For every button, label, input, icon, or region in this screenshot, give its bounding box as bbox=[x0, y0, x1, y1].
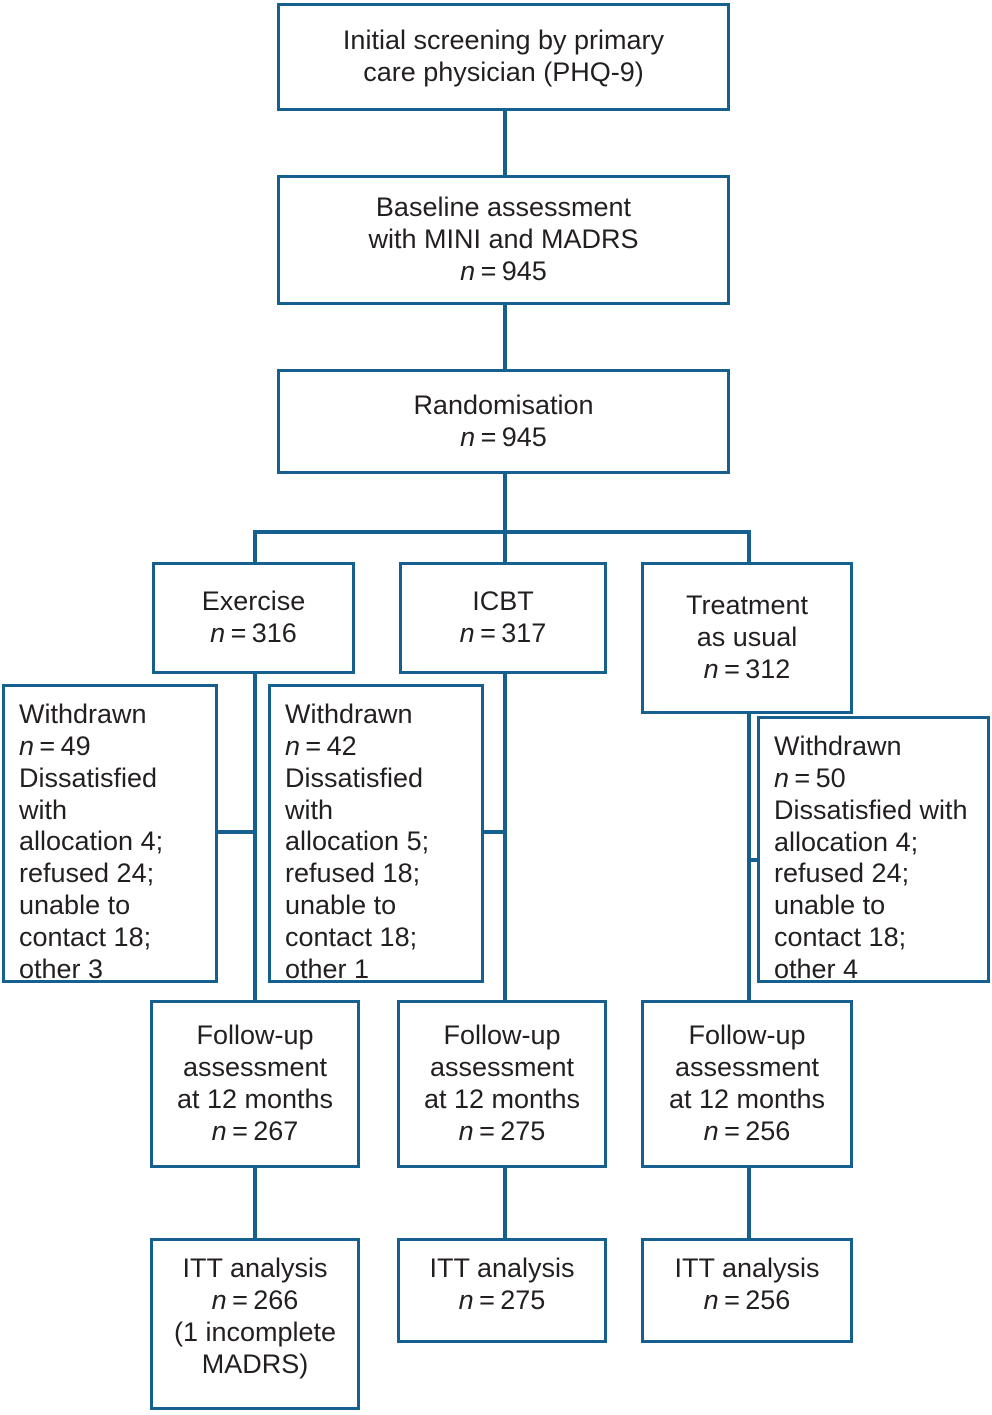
node-initial-screening-label: Initial screening by primary care physic… bbox=[342, 25, 665, 87]
node-followup-tau-label: Follow-up assessment at 12 months n = 25… bbox=[668, 1020, 826, 1146]
connector-spine-tau bbox=[747, 712, 751, 1002]
connector-withdrawn-tick-icbt bbox=[481, 830, 506, 834]
connector-drop-exercise bbox=[253, 530, 257, 564]
connector-drop-tau bbox=[747, 530, 751, 564]
node-baseline-assessment: Baseline assessment with MINI and MADRS … bbox=[277, 175, 730, 305]
connector-followup-to-itt-exercise bbox=[253, 1168, 257, 1240]
node-baseline-assessment-label: Baseline assessment with MINI and MADRS … bbox=[368, 192, 639, 286]
node-followup-exercise: Follow-up assessment at 12 months n = 26… bbox=[150, 1000, 360, 1168]
node-itt-icbt-label: ITT analysis n = 275 bbox=[429, 1253, 575, 1315]
connector-arm-distributor-bar bbox=[253, 530, 751, 534]
node-randomisation: Randomisation n = 945 bbox=[277, 369, 730, 474]
node-arm-tau: Treatment as usual n = 312 bbox=[641, 562, 853, 714]
node-arm-exercise-label: Exercise n = 316 bbox=[201, 586, 306, 648]
node-itt-tau-label: ITT analysis n = 256 bbox=[674, 1253, 820, 1315]
connector-drop-icbt bbox=[503, 530, 507, 564]
node-followup-icbt: Follow-up assessment at 12 months n = 27… bbox=[397, 1000, 607, 1168]
node-itt-exercise: ITT analysis n = 266 (1 incomplete MADRS… bbox=[150, 1238, 360, 1410]
connector-screening-to-baseline bbox=[503, 108, 507, 178]
connector-spine-exercise bbox=[253, 672, 257, 1002]
node-arm-exercise: Exercise n = 316 bbox=[152, 562, 355, 674]
connector-randomisation-stem bbox=[503, 472, 507, 534]
node-itt-icbt: ITT analysis n = 275 bbox=[397, 1238, 607, 1343]
node-withdrawn-exercise-label: Withdrawn n = 49 Dissatisfied with alloc… bbox=[19, 699, 164, 984]
node-withdrawn-icbt-label: Withdrawn n = 42 Dissatisfied with alloc… bbox=[285, 699, 430, 984]
connector-spine-icbt bbox=[503, 672, 507, 1002]
node-itt-exercise-label: ITT analysis n = 266 (1 incomplete MADRS… bbox=[173, 1253, 337, 1379]
connector-baseline-to-randomisation bbox=[503, 303, 507, 372]
node-withdrawn-icbt: Withdrawn n = 42 Dissatisfied with alloc… bbox=[268, 684, 484, 984]
node-arm-icbt-label: ICBT n = 317 bbox=[459, 586, 547, 648]
node-withdrawn-exercise: Withdrawn n = 49 Dissatisfied with alloc… bbox=[2, 684, 218, 984]
node-initial-screening: Initial screening by primary care physic… bbox=[277, 3, 730, 111]
node-followup-exercise-label: Follow-up assessment at 12 months n = 26… bbox=[176, 1020, 334, 1146]
node-followup-tau: Follow-up assessment at 12 months n = 25… bbox=[641, 1000, 853, 1168]
connector-followup-to-itt-tau bbox=[747, 1168, 751, 1240]
node-arm-icbt: ICBT n = 317 bbox=[399, 562, 607, 674]
node-itt-tau: ITT analysis n = 256 bbox=[641, 1238, 853, 1343]
node-followup-icbt-label: Follow-up assessment at 12 months n = 27… bbox=[423, 1020, 581, 1146]
node-arm-tau-label: Treatment as usual n = 312 bbox=[685, 590, 809, 684]
node-withdrawn-tau-label: Withdrawn n = 50 Dissatisfied with alloc… bbox=[774, 731, 968, 985]
connector-followup-to-itt-icbt bbox=[503, 1168, 507, 1240]
connector-withdrawn-tick-exercise bbox=[216, 830, 256, 834]
node-withdrawn-tau: Withdrawn n = 50 Dissatisfied with alloc… bbox=[757, 716, 990, 985]
node-randomisation-label: Randomisation n = 945 bbox=[413, 389, 594, 452]
